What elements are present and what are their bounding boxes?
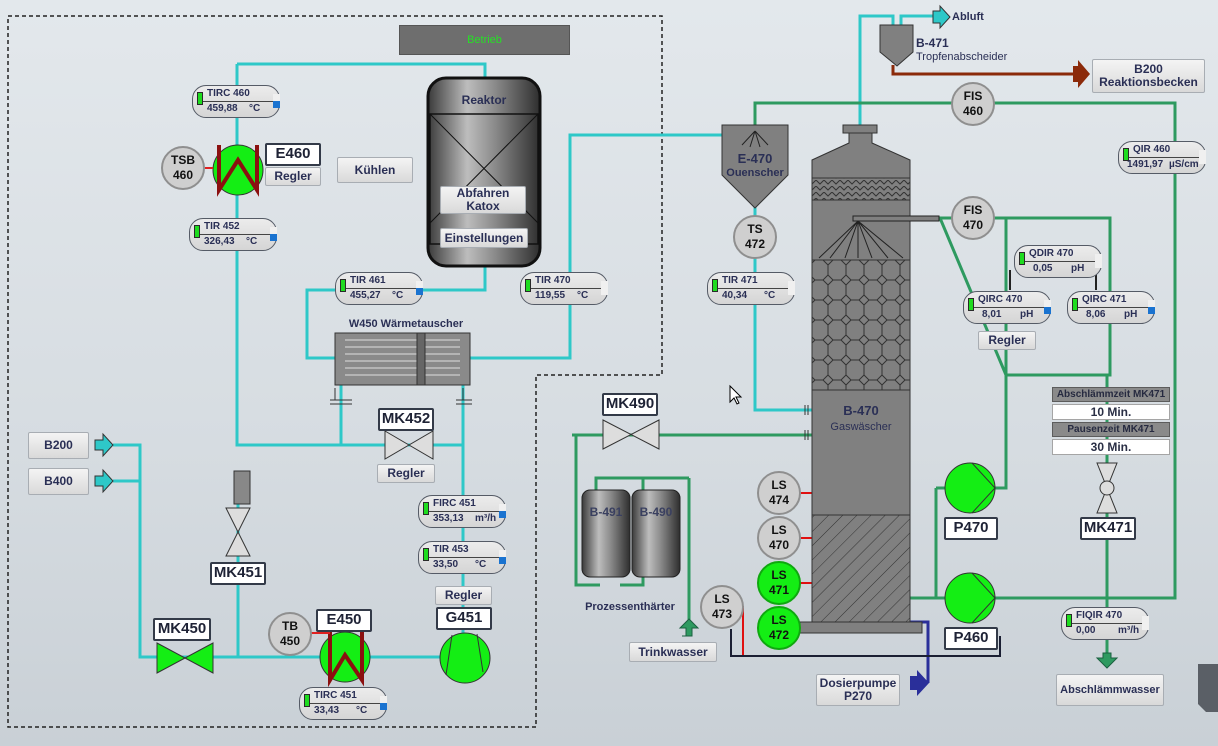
g451-tag: G451	[436, 607, 492, 630]
w450-label: W450 Wärmetauscher	[348, 318, 464, 330]
exhaust-label: Abluft	[952, 11, 984, 23]
cool-button[interactable]: Kühlen	[337, 157, 413, 183]
indicator-ls-474[interactable]: LS 474	[757, 471, 801, 515]
drinking-water-arrow	[678, 618, 700, 637]
e460-controller-button[interactable]: Regler	[265, 167, 321, 186]
b470-scrubber-column	[799, 124, 940, 634]
scrubber-id: B-470	[843, 403, 879, 418]
p470-tag: P470	[944, 517, 998, 540]
e470-quencher	[721, 124, 789, 209]
drain-arrow	[1073, 60, 1090, 88]
blowdown-time-label: Abschlämmzeit MK471	[1052, 387, 1170, 402]
blowdown-time-input[interactable]: 10 Min.	[1052, 404, 1170, 420]
dosing-arrow	[910, 670, 929, 696]
nav-side-tab	[1198, 664, 1218, 712]
e460-heater	[205, 144, 264, 197]
separator-id: B-471	[916, 36, 949, 50]
b400-inlet-arrow	[94, 468, 114, 494]
mk471-tag: MK471	[1080, 517, 1136, 540]
indicator-tsb-460[interactable]: TSB 460	[161, 146, 205, 190]
b200-button[interactable]: B200	[28, 432, 89, 459]
indicator-ls-470[interactable]: LS 470	[757, 516, 801, 560]
mk450-tag: MK450	[153, 618, 211, 641]
mk451-actuator	[233, 470, 251, 505]
b200-reaction-tank-button[interactable]: B200 Reaktionsbecken	[1092, 59, 1205, 93]
g451-controller-button[interactable]: Regler	[435, 586, 492, 605]
b400-button[interactable]: B400	[28, 468, 89, 495]
b490-tank	[631, 489, 681, 578]
reactor-label: Reaktor	[461, 93, 507, 107]
reactor-area-border	[7, 15, 663, 728]
scrubber-name: Gaswäscher	[830, 421, 892, 433]
e450-heater	[310, 631, 371, 688]
indicator-fis-470[interactable]: FIS 470	[951, 196, 995, 240]
reactor-settings-button[interactable]: Einstellungen	[440, 228, 528, 248]
pause-time-input[interactable]: 30 Min.	[1052, 439, 1170, 455]
b491-tank	[581, 489, 631, 578]
e450-tag: E450	[316, 609, 372, 632]
blowdown-water-button[interactable]: Abschlämmwasser	[1056, 674, 1164, 706]
indicator-ts-472[interactable]: TS 472	[733, 215, 777, 259]
quencher-name: Ouenscher	[726, 167, 784, 179]
quencher-id: E-470	[737, 151, 773, 166]
mk450-valve	[156, 642, 214, 674]
p460-pump	[944, 572, 996, 624]
reactor-shutdown-button[interactable]: Abfahren Katox	[440, 186, 526, 214]
pause-time-label: Pausenzeit MK471	[1052, 422, 1170, 437]
b491-label: B-491	[589, 505, 623, 519]
w450-heat-exchanger	[330, 332, 472, 405]
indicator-ls-471[interactable]: LS 471	[757, 561, 801, 605]
softener-label: Prozessenthärter	[585, 601, 675, 613]
mouse-cursor	[729, 384, 743, 405]
mk452-tag: MK452	[378, 408, 434, 431]
b200-inlet-arrow	[94, 432, 114, 458]
dosing-pump-p270-button[interactable]: Dosierpumpe P270	[816, 674, 900, 706]
p460-tag: P460	[944, 627, 998, 650]
exhaust-arrow	[932, 4, 951, 30]
level-bracket	[730, 629, 1001, 657]
mk490-tag: MK490	[602, 393, 658, 416]
status-banner: Betrieb	[399, 25, 570, 55]
p470-pump	[944, 462, 996, 514]
blowdown-arrow	[1095, 652, 1119, 669]
separator-name: Tropfenabscheider	[916, 51, 1008, 63]
mk490-valve	[602, 419, 660, 450]
e460-tag: E460	[265, 143, 321, 166]
qirc-controller-button[interactable]: Regler	[978, 331, 1036, 350]
drinking-water-button[interactable]: Trinkwasser	[629, 642, 717, 662]
indicator-ls-472[interactable]: LS 472	[757, 606, 801, 650]
drain-pipe	[891, 65, 1073, 76]
mk452-controller-button[interactable]: Regler	[377, 464, 435, 483]
mk451-valve	[225, 507, 251, 557]
indicator-fis-460[interactable]: FIS 460	[951, 82, 995, 126]
b490-label: B-490	[639, 505, 673, 519]
indicator-ls-473[interactable]: LS 473	[700, 585, 744, 629]
indicator-tb-450[interactable]: TB 450	[268, 612, 312, 656]
g451-blower	[439, 632, 491, 684]
b471-separator	[879, 24, 914, 67]
level-links	[742, 492, 812, 655]
mk452-valve	[384, 430, 434, 460]
mk451-tag: MK451	[210, 562, 266, 585]
